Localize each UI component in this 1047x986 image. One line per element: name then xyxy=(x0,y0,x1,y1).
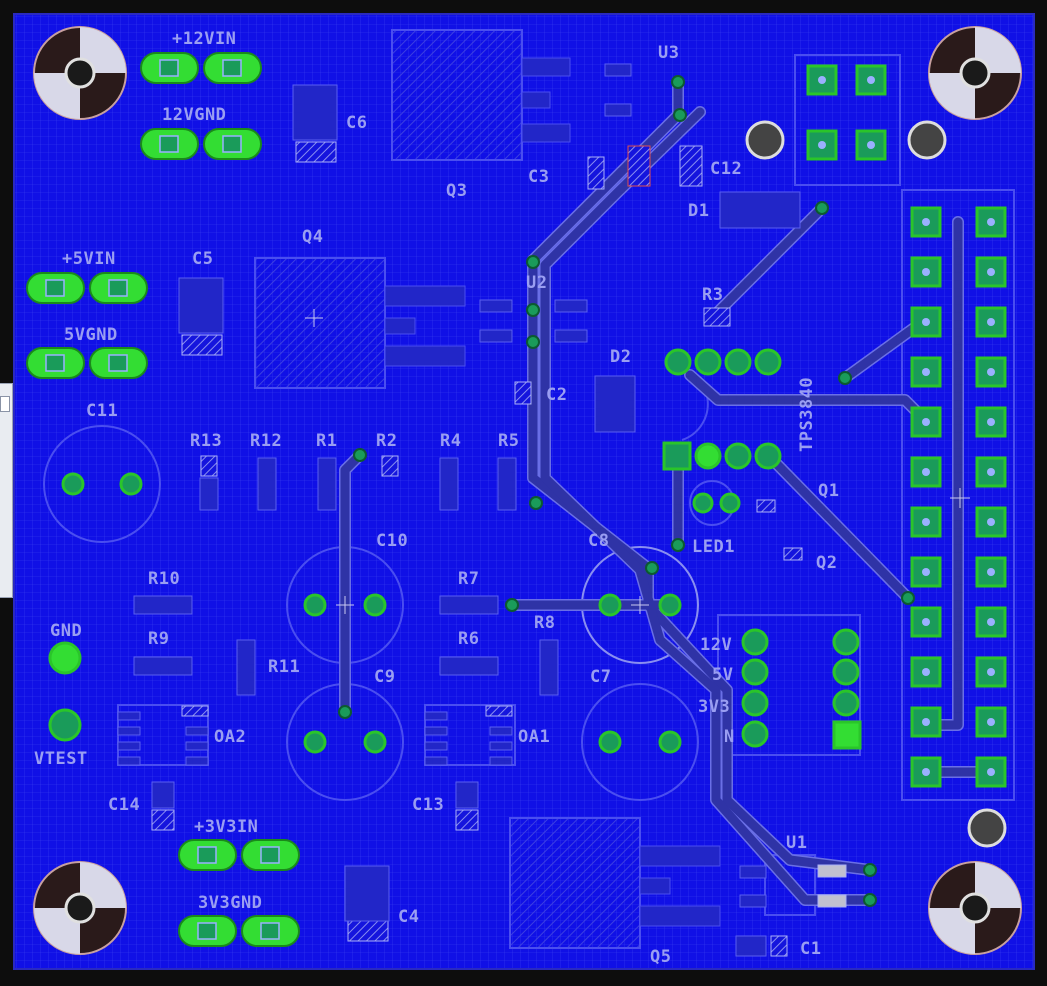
label-r10: R10 xyxy=(148,569,180,589)
label-r2: R2 xyxy=(376,431,397,451)
label-r8: R8 xyxy=(534,613,555,633)
label-tps3840: TPS3840 xyxy=(797,377,817,452)
label-r5: R5 xyxy=(498,431,519,451)
label-gnd: GND xyxy=(50,621,82,641)
label-3v3: 3V3 xyxy=(698,697,730,717)
label-c9: C9 xyxy=(374,667,395,687)
mounting-holes xyxy=(33,26,1022,955)
smd-pads xyxy=(151,141,847,957)
mounting-hole-tr xyxy=(928,26,1022,120)
label-oa2: OA2 xyxy=(214,727,246,747)
label-c1: C1 xyxy=(800,939,821,959)
label-led1: LED1 xyxy=(692,537,735,557)
label-oa1: OA1 xyxy=(518,727,550,747)
regulator-bodies xyxy=(254,29,641,949)
label-r1: R1 xyxy=(316,431,337,451)
label-u3: U3 xyxy=(658,43,679,63)
label-12vgnd: 12VGND xyxy=(162,105,226,125)
label-n: N xyxy=(724,727,735,747)
side-panel-tab[interactable] xyxy=(0,383,13,598)
label-c7: C7 xyxy=(590,667,611,687)
label-c4: C4 xyxy=(398,907,419,927)
label-3v3in: +3V3IN xyxy=(194,817,258,837)
label-c14: C14 xyxy=(108,795,140,815)
label-u1: U1 xyxy=(786,833,807,853)
board-outline xyxy=(13,13,1035,970)
npth-holes xyxy=(745,120,1007,848)
label-q3: Q3 xyxy=(446,181,467,201)
grid-overlay xyxy=(14,14,1034,969)
label-d1: D1 xyxy=(688,201,709,221)
label-5vgnd: 5VGND xyxy=(64,325,118,345)
label-c10: C10 xyxy=(376,531,408,551)
label-q2: Q2 xyxy=(816,553,837,573)
label-vtest: VTEST xyxy=(34,749,88,769)
label-r12: R12 xyxy=(250,431,282,451)
label-r7: R7 xyxy=(458,569,479,589)
label-c5: C5 xyxy=(192,249,213,269)
label-c8: C8 xyxy=(588,531,609,551)
power-pad-holes xyxy=(45,59,280,940)
label-q1: Q1 xyxy=(818,481,839,501)
label-3v3gnd: 3V3GND xyxy=(198,893,262,913)
label-r3: R3 xyxy=(702,285,723,305)
label-12v: 12V xyxy=(700,635,732,655)
label-5vin: +5VIN xyxy=(62,249,116,269)
label-r4: R4 xyxy=(440,431,461,451)
silkscreen-labels: +12VIN 12VGND +5VIN 5VGND +3V3IN 3V3GND … xyxy=(34,29,839,967)
label-q4: Q4 xyxy=(302,227,323,247)
label-c6: C6 xyxy=(346,113,367,133)
smd-footprints xyxy=(117,63,801,957)
round-pads xyxy=(48,348,860,754)
label-r13: R13 xyxy=(190,431,222,451)
label-c13: C13 xyxy=(412,795,444,815)
label-r11: R11 xyxy=(268,657,300,677)
label-d2: D2 xyxy=(610,347,631,367)
label-u2: U2 xyxy=(526,273,547,293)
origin-marks xyxy=(305,309,970,614)
square-pad-holes xyxy=(818,76,995,776)
mounting-hole-tl xyxy=(33,26,127,120)
side-panel-button[interactable] xyxy=(0,396,10,412)
label-q5: Q5 xyxy=(650,947,671,967)
mounting-hole-bl xyxy=(33,861,127,955)
label-12vin: +12VIN xyxy=(172,29,236,49)
label-c11: C11 xyxy=(86,401,118,421)
label-5v: 5V xyxy=(712,665,733,685)
regulator-tabs xyxy=(384,57,721,927)
label-r9: R9 xyxy=(148,629,169,649)
label-c3: C3 xyxy=(528,167,549,187)
mounting-hole-br xyxy=(928,861,1022,955)
label-c2: C2 xyxy=(546,385,567,405)
label-r6: R6 xyxy=(458,629,479,649)
label-c12: C12 xyxy=(710,159,742,179)
vias xyxy=(338,75,915,907)
